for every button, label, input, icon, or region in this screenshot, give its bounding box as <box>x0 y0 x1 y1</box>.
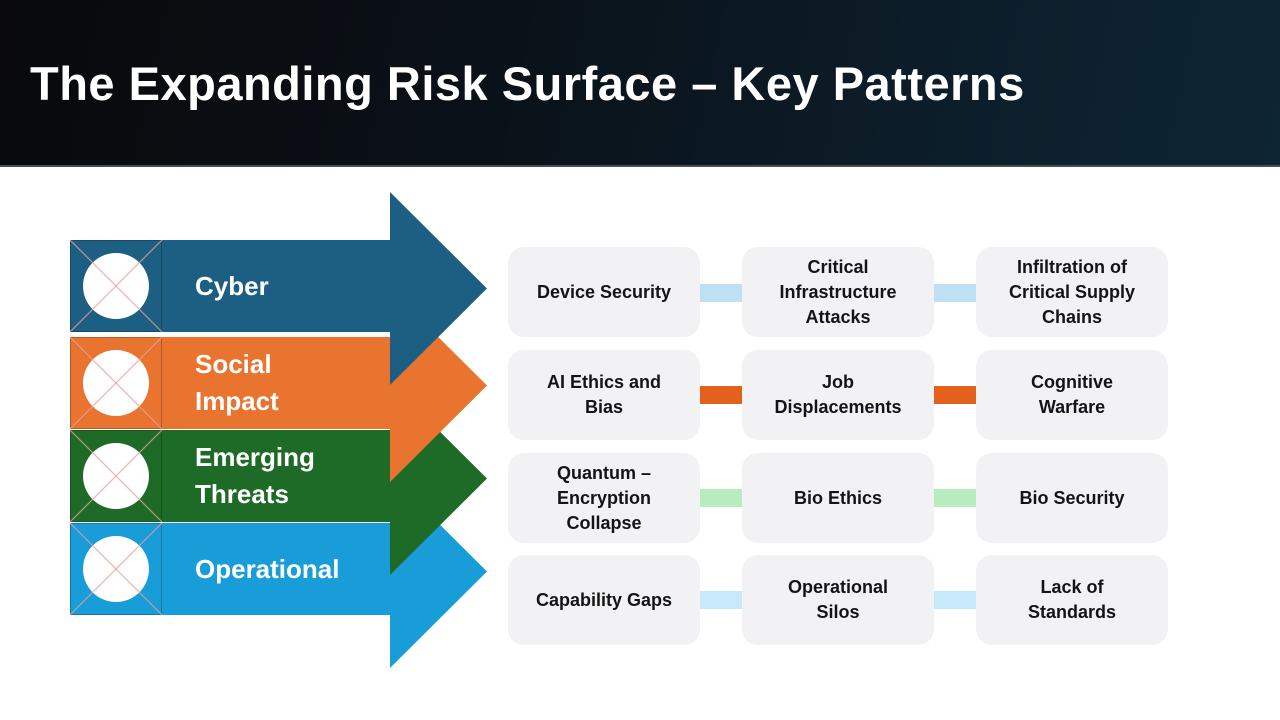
arrow-label-social-impact: Social Impact <box>195 349 279 416</box>
arrow-cyber: Cyber <box>70 192 487 385</box>
box-critical-infrastructure-attacks: Critical Infrastructure Attacks <box>742 247 934 337</box>
image-placeholder-icon <box>70 239 163 333</box>
arrow-shape <box>70 289 487 482</box>
image-placeholder-icon <box>70 336 163 430</box>
arrow-social-impact: Social Impact <box>70 289 487 482</box>
connector-row2-right <box>932 386 976 404</box>
box-quantum-encryption-collapse: Quantum – Encryption Collapse <box>508 453 700 543</box>
box-infiltration-of-critical-supply-chains: Infiltration of Critical Supply Chains <box>976 247 1168 337</box>
arrow-polygon <box>70 382 487 575</box>
arrow-shape <box>70 475 487 668</box>
arrow-polygon <box>70 289 487 482</box>
box-bio-security: Bio Security <box>976 453 1168 543</box>
arrow-emerging-threats: Emerging Threats <box>70 382 487 575</box>
box-capability-gaps: Capability Gaps <box>508 555 700 645</box>
arrow-operational: Operational <box>70 475 487 668</box>
arrow-shape <box>70 192 487 385</box>
connector-row4-left <box>700 591 742 609</box>
connector-row3-left <box>700 489 742 507</box>
box-bio-ethics: Bio Ethics <box>742 453 934 543</box>
image-placeholder-icon <box>70 429 163 523</box>
connector-row1-right <box>932 284 976 302</box>
arrow-shape <box>70 382 487 575</box>
arrow-label-cyber: Cyber <box>195 270 269 301</box>
connector-row1-left <box>700 284 742 302</box>
box-operational-silos: Operational Silos <box>742 555 934 645</box>
connector-row4-right <box>932 591 976 609</box>
box-lack-of-standards: Lack of Standards <box>976 555 1168 645</box>
box-device-security: Device Security <box>508 247 700 337</box>
arrow-polygon <box>70 475 487 668</box>
connector-row2-left <box>700 386 742 404</box>
arrow-label-operational: Operational <box>195 553 340 584</box>
box-ai-ethics-and-bias: AI Ethics and Bias <box>508 350 700 440</box>
arrow-polygon <box>70 192 487 385</box>
box-cognitive-warfare: Cognitive Warfare <box>976 350 1168 440</box>
slide-header: The Expanding Risk Surface – Key Pattern… <box>0 0 1280 167</box>
connector-row3-right <box>932 489 976 507</box>
box-job-displacements: Job Displacements <box>742 350 934 440</box>
slide-title: The Expanding Risk Surface – Key Pattern… <box>30 57 1025 110</box>
arrow-label-emerging-threats: Emerging Threats <box>195 442 315 509</box>
image-placeholder-icon <box>70 522 163 616</box>
